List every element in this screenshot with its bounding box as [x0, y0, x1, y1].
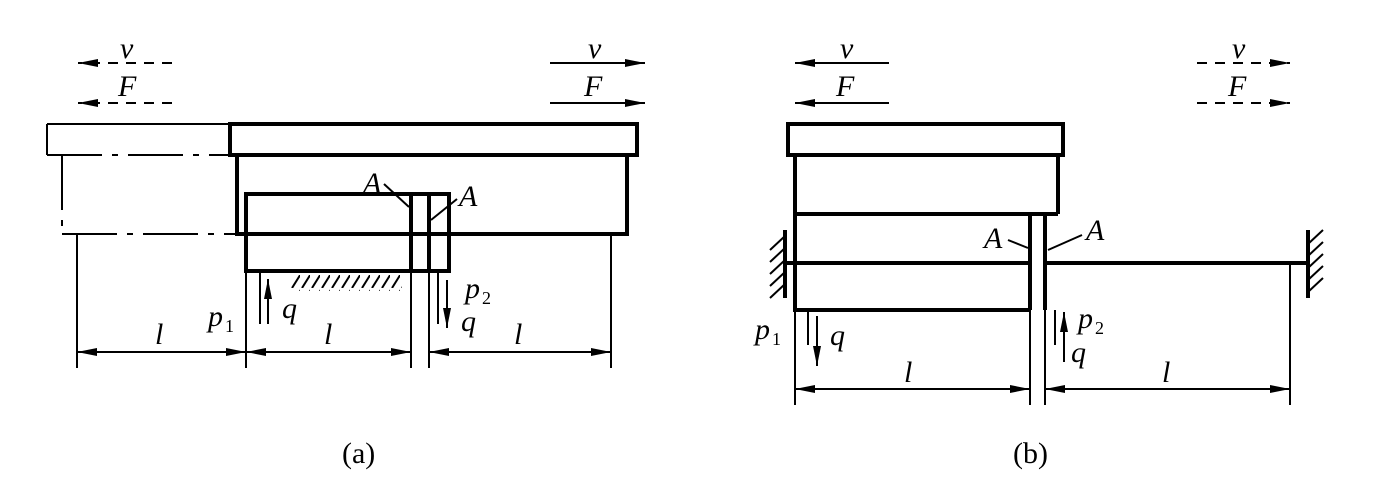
- pressure-subscript: 1: [225, 316, 234, 336]
- caption-a: (a): [342, 437, 375, 470]
- force-label: F: [1227, 70, 1247, 103]
- pressure-subscript: 2: [482, 288, 491, 308]
- flow-label-q: q: [830, 319, 845, 352]
- worktable-body: [235, 155, 629, 236]
- motion-arrows-b-right: v F: [1197, 32, 1290, 107]
- pressure-symbol: p: [206, 300, 223, 333]
- force-label: F: [583, 70, 603, 103]
- length-label: l: [155, 318, 163, 351]
- cylinder-body: [244, 192, 451, 273]
- pressure-symbol: p: [463, 272, 480, 305]
- force-label: F: [117, 70, 137, 103]
- pressure-symbol: p: [753, 313, 770, 346]
- area-leader-left: [1007, 239, 1029, 249]
- length-label: l: [1162, 356, 1170, 389]
- worktable-plate: [786, 122, 1065, 157]
- area-label-right: A: [1084, 214, 1105, 247]
- motion-arrows-a-right: v F: [550, 32, 645, 107]
- length-label: l: [324, 318, 332, 351]
- caption-b: (b): [1013, 437, 1048, 470]
- area-leader-right: [430, 198, 458, 221]
- velocity-label: v: [120, 32, 134, 65]
- flow-label-q: q: [461, 305, 476, 338]
- area-label-right: A: [457, 180, 478, 213]
- flow-label-q: q: [1071, 336, 1086, 369]
- pressure-symbol: p: [1076, 302, 1093, 335]
- area-label-left: A: [982, 222, 1003, 255]
- velocity-label: v: [588, 32, 602, 65]
- area-leader-left: [383, 183, 410, 208]
- velocity-label: v: [840, 32, 854, 65]
- motion-arrows-b-left: v F: [795, 32, 889, 107]
- worktable-plate: [228, 122, 639, 157]
- support-hatch-left: [769, 235, 786, 299]
- velocity-label: v: [1232, 32, 1246, 65]
- ground-hatch: [290, 275, 402, 291]
- area-label-left: A: [361, 167, 382, 200]
- support-hatch-right: [1307, 229, 1324, 293]
- pressure-subscript: 2: [1095, 318, 1104, 338]
- ghost-table: [46, 123, 237, 235]
- flow-label-q: q: [282, 292, 297, 325]
- area-leader-right: [1047, 234, 1083, 251]
- figure-a: v F v F: [46, 32, 645, 470]
- pressure-subscript: 1: [772, 329, 781, 349]
- length-label: l: [904, 356, 912, 389]
- figure-b: v F v F A A: [753, 32, 1324, 470]
- force-label: F: [835, 70, 855, 103]
- motion-arrows-a-left: v F: [78, 32, 172, 107]
- length-label: l: [514, 318, 522, 351]
